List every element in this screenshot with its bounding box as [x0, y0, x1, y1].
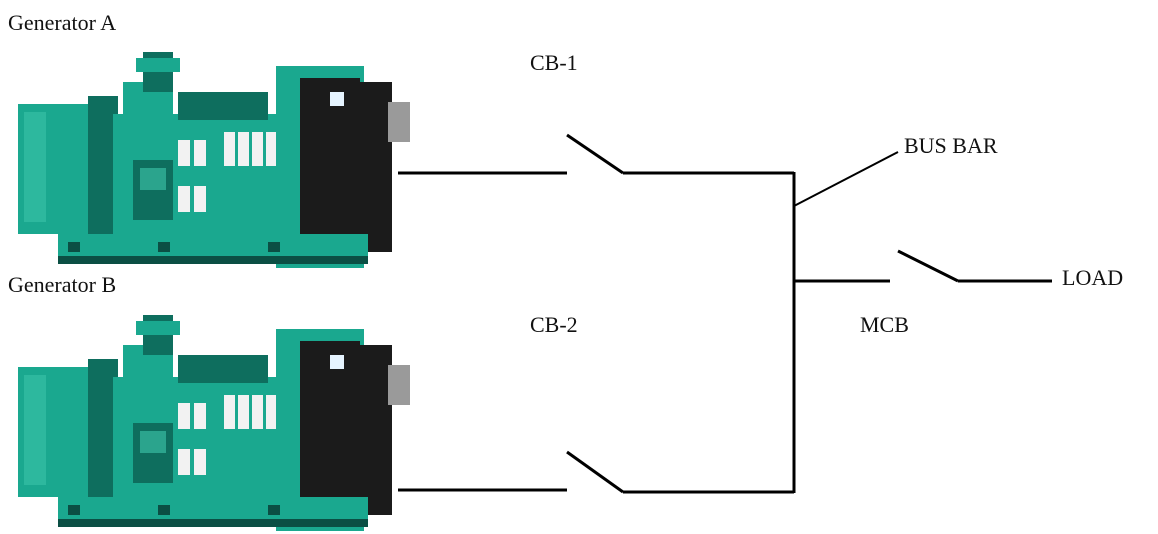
cb1-label: CB-1 [530, 50, 578, 75]
generator-a-icon [18, 52, 410, 268]
bus-bar-pointer [793, 151, 899, 207]
bus-bar-label: BUS BAR [904, 133, 998, 158]
cb2-switch-blade [566, 450, 624, 494]
mcb-switch-blade [897, 249, 959, 283]
cb2-label: CB-2 [530, 312, 578, 337]
generator-b-label: Generator B [8, 272, 116, 297]
load-label: LOAD [1062, 265, 1123, 290]
generator-b-icon [18, 315, 410, 531]
generator-a-label: Generator A [8, 10, 116, 35]
mcb-label: MCB [860, 312, 909, 337]
cb1-switch-blade [566, 133, 624, 175]
